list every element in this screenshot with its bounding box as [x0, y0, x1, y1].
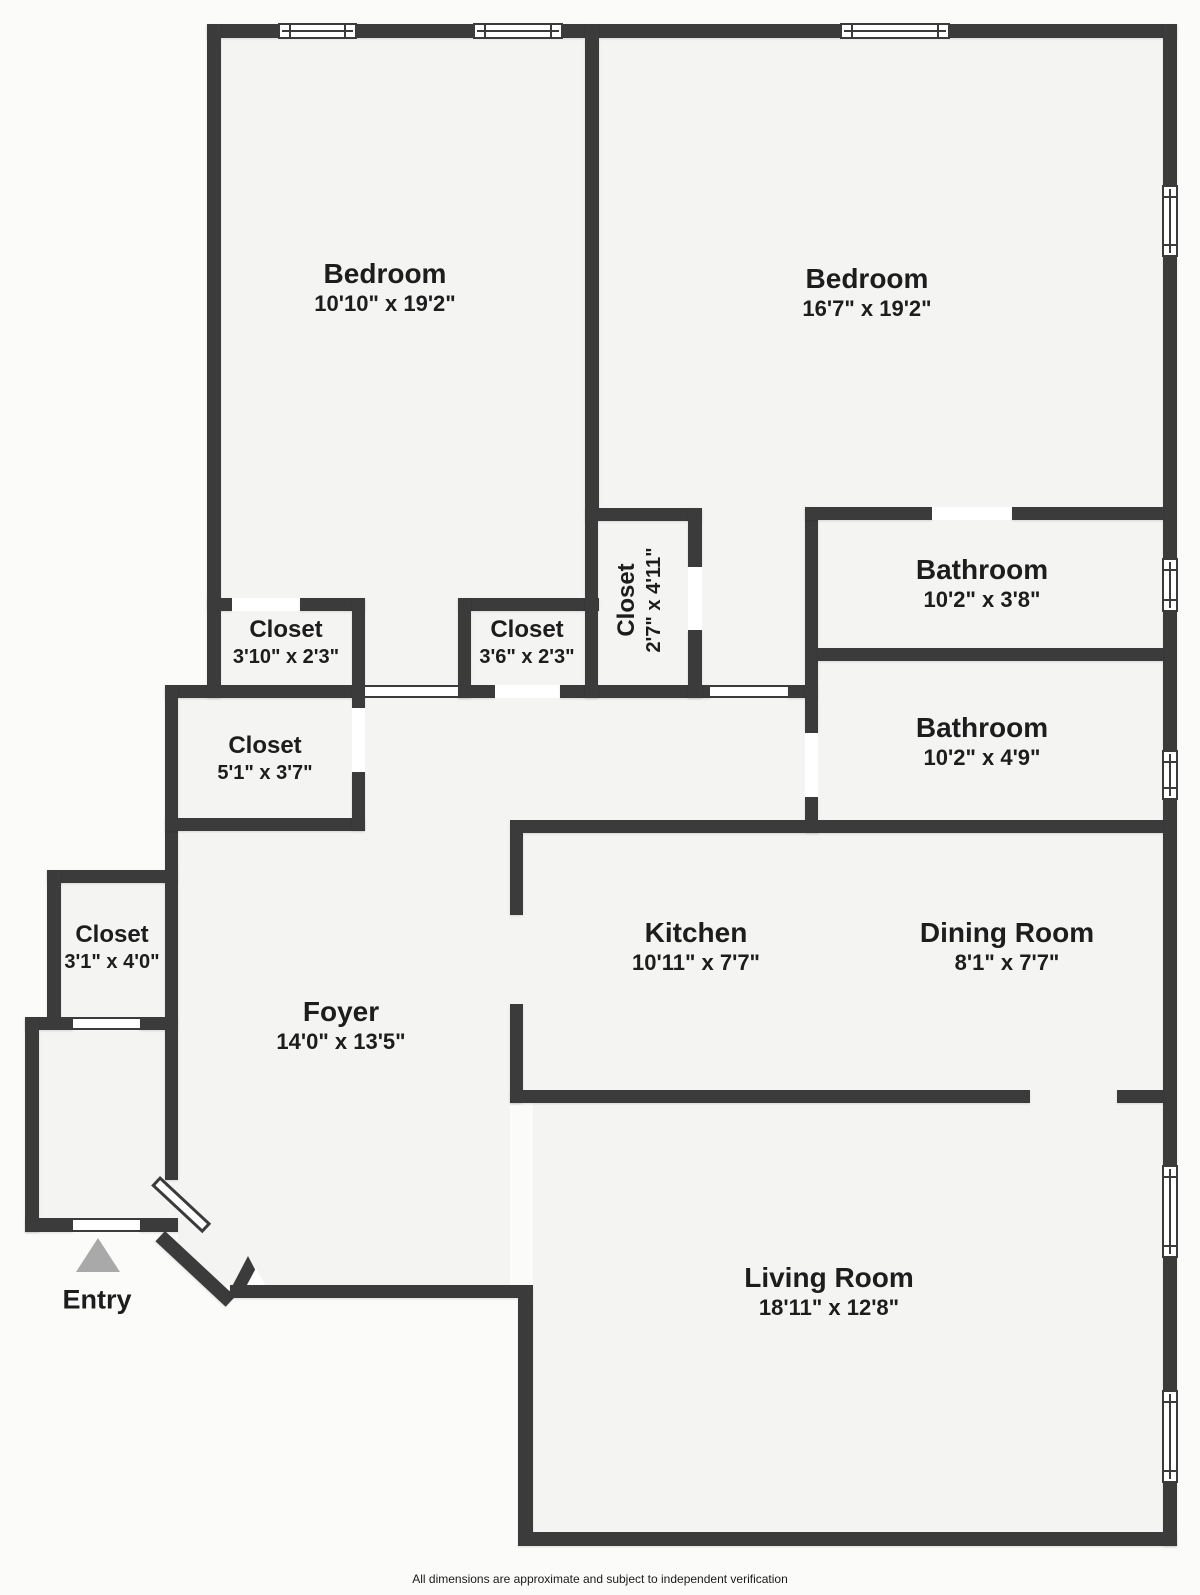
room-label-foyer: Foyer 14'0" x 13'5" — [276, 996, 406, 1054]
floor-living — [533, 1103, 1163, 1532]
window — [1162, 558, 1178, 612]
wall — [140, 1218, 178, 1232]
wall — [300, 598, 365, 611]
door-opening — [932, 507, 1012, 520]
door-opening — [688, 567, 702, 630]
floor-closet-e — [61, 883, 165, 1017]
wall — [458, 685, 495, 698]
wall — [510, 1004, 523, 1103]
room-label-living: Living Room 18'11" x 12'8" — [744, 1262, 914, 1320]
floor-bedroom-left — [221, 38, 585, 611]
wall — [518, 1298, 533, 1532]
floor-patch-kitchen-opening — [510, 915, 523, 1004]
floor-closet-b — [471, 611, 585, 687]
wall — [165, 685, 365, 698]
wall — [805, 507, 818, 733]
floor-hallway — [702, 507, 805, 698]
floor-patch-dining-opening — [1030, 1090, 1117, 1103]
door-opening — [805, 733, 818, 797]
wall — [805, 507, 932, 520]
wall — [47, 870, 178, 883]
door-opening — [365, 685, 458, 698]
wall — [352, 685, 365, 708]
wall — [1117, 1090, 1163, 1103]
door-opening — [495, 685, 560, 698]
footer-disclaimer: All dimensions are approximate and subje… — [412, 1572, 788, 1586]
window — [1162, 1390, 1178, 1483]
wall — [585, 520, 598, 698]
room-label-bathroom-lower: Bathroom 10'2" x 4'9" — [915, 712, 1049, 770]
wall — [510, 1090, 1030, 1103]
wall — [518, 1532, 1177, 1546]
window — [1162, 185, 1178, 257]
door-opening — [710, 685, 788, 698]
room-label-closet-d: Closet 5'1" x 3'7" — [217, 732, 313, 784]
room-label-closet-b: Closet 3'6" x 2'3" — [479, 616, 575, 668]
floor-foyer — [178, 820, 510, 1285]
wall — [458, 598, 599, 611]
wall — [165, 685, 178, 883]
window — [1162, 1165, 1178, 1258]
wall — [688, 508, 702, 567]
wall — [352, 598, 365, 698]
wall — [352, 772, 365, 830]
entry-door — [73, 1218, 140, 1232]
wall — [25, 1017, 39, 1232]
wall — [165, 883, 178, 1030]
room-label-dining: Dining Room 8'1" x 7'7" — [919, 917, 1095, 975]
door-opening — [352, 708, 365, 772]
floor-kitchen-dining — [523, 833, 1163, 1090]
room-label-kitchen: Kitchen 10'11" x 7'7" — [632, 917, 760, 975]
floor-closet-c — [598, 520, 688, 685]
room-label-bathroom-upper: Bathroom 10'2" x 3'8" — [915, 554, 1049, 612]
room-label-bedroom-left: Bedroom 10'10" x 19'2" — [314, 258, 456, 316]
wall — [510, 833, 523, 915]
wall — [585, 508, 702, 521]
wall — [25, 1218, 73, 1232]
wall — [458, 598, 471, 698]
wall — [207, 24, 221, 611]
wall — [47, 870, 61, 1017]
wall — [688, 630, 702, 698]
wall — [140, 1017, 178, 1030]
wall — [510, 820, 1163, 833]
floor-bedroom-door-strip — [365, 598, 458, 698]
wall — [230, 1285, 533, 1298]
entry-arrow-icon — [76, 1238, 120, 1272]
window — [840, 23, 950, 39]
floor-closet-a — [221, 611, 352, 687]
room-label-closet-c: Closet 2'7" x 4'11" — [613, 547, 665, 653]
room-label-closet-a: Closet 3'10" x 2'3" — [232, 616, 340, 668]
wall — [585, 24, 599, 520]
window — [473, 23, 563, 39]
entry-label: Entry — [62, 1284, 132, 1315]
wall — [165, 818, 365, 831]
door-opening — [232, 598, 300, 611]
wall — [1012, 507, 1163, 520]
window — [1162, 750, 1178, 800]
door-opening — [73, 1017, 140, 1030]
room-label-closet-e: Closet 3'1" x 4'0" — [64, 921, 160, 973]
room-label-bedroom-right: Bedroom 16'7" x 19'2" — [802, 263, 932, 321]
floor-bathroom-upper — [818, 520, 1163, 648]
floor-foyer-upper — [178, 698, 805, 820]
wall — [207, 611, 221, 698]
floor-bedroom-right — [599, 38, 1163, 520]
wall — [207, 598, 232, 611]
floor-bathroom-lower — [818, 661, 1163, 820]
window — [278, 23, 357, 39]
wall — [818, 648, 1163, 661]
wall — [165, 1030, 178, 1180]
